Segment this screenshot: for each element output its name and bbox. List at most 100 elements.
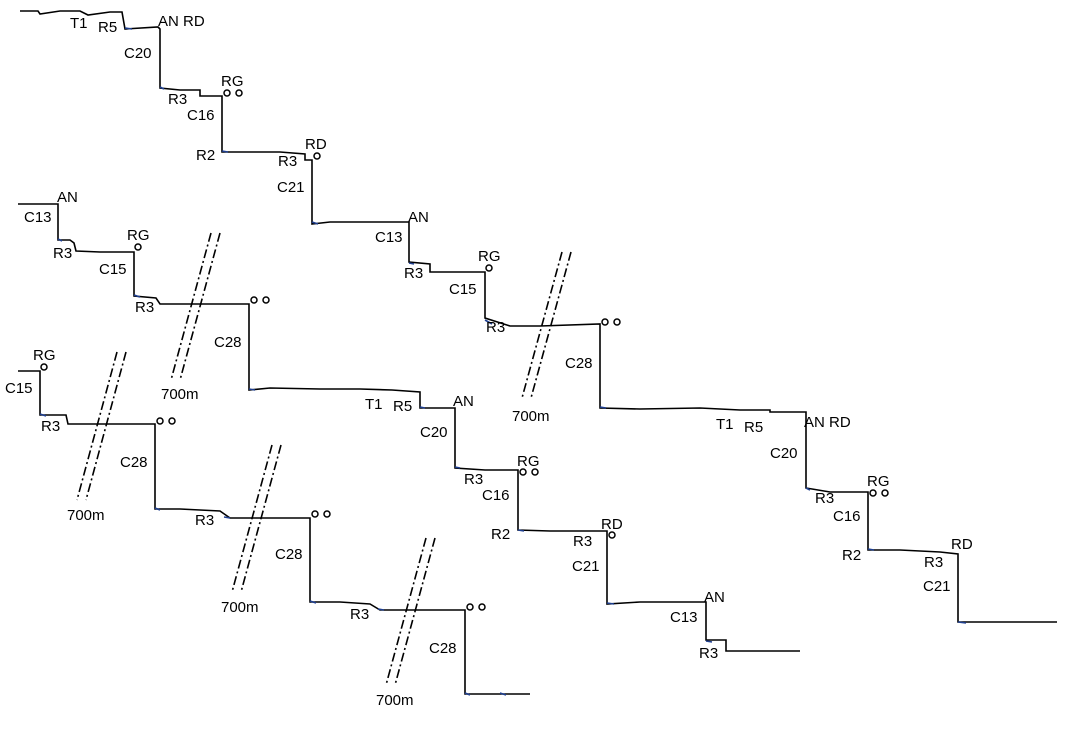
- chain-3-breaks: [76, 351, 436, 686]
- label-t1: T1: [365, 396, 383, 413]
- circle-marker: [869, 489, 877, 497]
- circle-marker: [235, 89, 243, 97]
- label-c21: C21: [923, 578, 951, 595]
- circle-marker: [466, 603, 474, 611]
- circle-marker: [223, 89, 231, 97]
- label-r3: R3: [350, 606, 369, 623]
- chain-3-accent: [39, 413, 507, 696]
- label-700m: 700m: [67, 507, 105, 524]
- label-c16: C16: [482, 487, 510, 504]
- break-line: [394, 537, 436, 686]
- label-rg: RG: [867, 473, 890, 490]
- circle-marker: [608, 531, 616, 539]
- label-c28: C28: [214, 334, 242, 351]
- chain-1: T1 R5 AN RD C20 R3 RG C16 R2 R3 RD C21 A…: [20, 10, 1057, 624]
- label-c13: C13: [24, 209, 52, 226]
- label-t1: T1: [70, 15, 88, 32]
- label-r3: R3: [41, 418, 60, 435]
- label-rd: RD: [305, 136, 327, 153]
- label-700m: 700m: [376, 692, 414, 709]
- label-c16: C16: [833, 508, 861, 525]
- label-r5: R5: [393, 398, 412, 415]
- label-r3: R3: [135, 299, 154, 316]
- chain-2-labels: C13 AN R3 RG C15 R3 C28 700m T1 R5 AN C2…: [24, 189, 725, 662]
- chain-1-profile: [20, 10, 1057, 623]
- break-line: [179, 232, 221, 381]
- circle-marker: [168, 417, 176, 425]
- label-rg: RG: [33, 347, 56, 364]
- circle-marker: [478, 603, 486, 611]
- label-an: AN: [704, 589, 725, 606]
- label-r5: R5: [744, 419, 763, 436]
- chain-3-markers: [40, 363, 486, 611]
- label-rg: RG: [221, 73, 244, 90]
- circle-marker: [519, 468, 527, 476]
- circle-marker: [311, 510, 319, 518]
- label-an-rd: AN RD: [804, 414, 851, 431]
- circle-marker: [156, 417, 164, 425]
- label-c28: C28: [429, 640, 457, 657]
- label-an: AN: [453, 393, 474, 410]
- label-rd: RD: [951, 536, 973, 553]
- label-rg: RG: [478, 248, 501, 265]
- break-line: [240, 444, 282, 593]
- label-r3: R3: [573, 533, 592, 550]
- label-r2: R2: [491, 526, 510, 543]
- chain-3: RG C15 R3 C28 700m R3 C28 700m R3 C28 70…: [5, 347, 530, 709]
- label-an: AN: [408, 209, 429, 226]
- circle-marker: [262, 296, 270, 304]
- label-r3: R3: [924, 554, 943, 571]
- label-r2: R2: [196, 147, 215, 164]
- chain-1-markers: [223, 89, 889, 497]
- label-an-rd: AN RD: [158, 13, 205, 30]
- label-c13: C13: [670, 609, 698, 626]
- label-r3: R3: [815, 490, 834, 507]
- label-700m: 700m: [161, 386, 199, 403]
- chain-2-accent: [57, 238, 713, 643]
- label-r5: R5: [98, 19, 117, 36]
- label-c20: C20: [770, 445, 798, 462]
- label-c20: C20: [124, 45, 152, 62]
- circle-marker: [313, 152, 321, 160]
- chain-2: C13 AN R3 RG C15 R3 C28 700m T1 R5 AN C2…: [18, 189, 800, 662]
- circle-marker: [134, 243, 142, 251]
- label-r3: R3: [699, 645, 718, 662]
- label-r3: R3: [195, 512, 214, 529]
- circle-marker: [250, 296, 258, 304]
- label-r3: R3: [404, 265, 423, 282]
- circle-marker: [531, 468, 539, 476]
- label-c15: C15: [5, 380, 33, 397]
- label-c16: C16: [187, 107, 215, 124]
- label-700m: 700m: [221, 599, 259, 616]
- label-r3: R3: [486, 319, 505, 336]
- label-rg: RG: [517, 453, 540, 470]
- chain-3-profile: [18, 370, 530, 695]
- chain-3-labels: RG C15 R3 C28 700m R3 C28 700m R3 C28 70…: [5, 347, 457, 709]
- label-c28: C28: [565, 355, 593, 372]
- label-r3: R3: [278, 153, 297, 170]
- chain-1-labels: T1 R5 AN RD C20 R3 RG C16 R2 R3 RD C21 A…: [70, 13, 973, 595]
- circle-marker: [485, 264, 493, 272]
- label-c15: C15: [99, 261, 127, 278]
- label-r3: R3: [53, 245, 72, 262]
- label-t1: T1: [716, 416, 734, 433]
- break-line: [521, 251, 563, 399]
- chain-1-break: [521, 251, 572, 399]
- label-rd: RD: [601, 516, 623, 533]
- chain-2-markers: [134, 243, 616, 539]
- break-line: [76, 351, 118, 501]
- circle-marker: [40, 363, 48, 371]
- circle-marker: [601, 318, 609, 326]
- label-c13: C13: [375, 229, 403, 246]
- break-line: [385, 537, 427, 686]
- circle-marker: [881, 489, 889, 497]
- label-an: AN: [57, 189, 78, 206]
- label-700m: 700m: [512, 408, 550, 425]
- circle-marker: [613, 318, 621, 326]
- break-line: [530, 251, 572, 399]
- break-line: [231, 444, 273, 593]
- label-r3: R3: [168, 91, 187, 108]
- circle-marker: [323, 510, 331, 518]
- label-c21: C21: [277, 179, 305, 196]
